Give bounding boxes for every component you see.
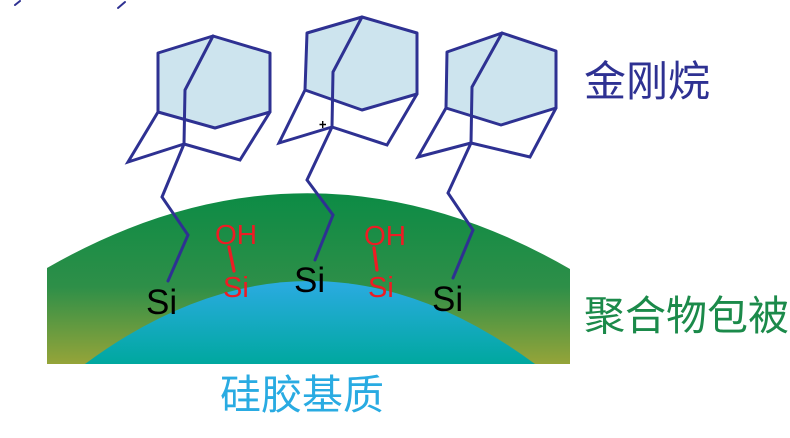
si-oh-bond-1: [227, 245, 236, 273]
adamantane-hexagon: [156, 34, 272, 130]
adamantane-inner-bridge: [330, 15, 364, 129]
silanol-si-label: Si: [368, 272, 394, 304]
si-atom-label: Si: [146, 283, 178, 322]
stray-speck: [117, 1, 126, 9]
adamantane-hexagon: [444, 31, 558, 127]
oh-group-label: OH: [364, 220, 406, 251]
adamantane-right-bridge: [469, 106, 558, 159]
adamantane-molecule-1: [124, 34, 272, 283]
polymer-coating-label: 聚合物包被: [584, 293, 789, 339]
si-atom-label: Si: [294, 261, 326, 300]
adamantane-label: 金刚烷: [584, 58, 711, 105]
adamantane-hexagon: [303, 15, 419, 112]
alkyl-chain: [305, 125, 335, 262]
silica-matrix-sphere: [85, 281, 535, 364]
silica-matrix-label: 硅胶基质: [220, 372, 384, 418]
adamantane-molecule-3: [414, 31, 558, 280]
oh-group-label: OH: [215, 219, 257, 250]
adamantane-left-bridge: [276, 88, 334, 146]
alkyl-chain: [446, 141, 475, 280]
alkyl-chain: [160, 142, 190, 283]
stray-speck: [14, 0, 21, 6]
si-atom-label: Si: [432, 280, 464, 319]
adamantane-inner-bridge: [469, 31, 504, 145]
si-oh-bond-2: [372, 246, 379, 272]
silanol-si-label: Si: [223, 272, 249, 304]
adamantane-molecule-2: [276, 15, 419, 262]
adamantane-left-bridge: [124, 110, 186, 165]
adamantane-inner-bridge: [182, 34, 215, 146]
adamantane-right-bridge: [330, 92, 419, 147]
adamantane-right-bridge: [182, 110, 272, 162]
stray-plus-mark: [319, 121, 326, 128]
adamantane-left-bridge: [414, 106, 473, 160]
